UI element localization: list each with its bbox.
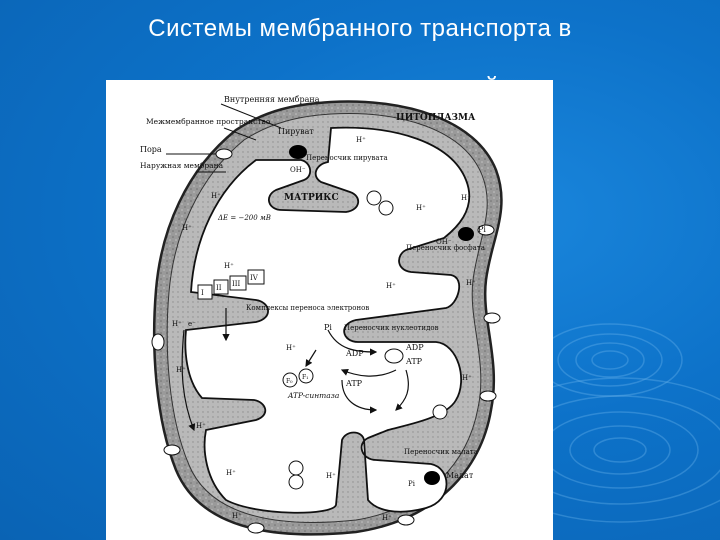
complex-1-label: I xyxy=(201,289,204,297)
label-nucleotide-carrier: Переносчик нуклеотидов xyxy=(344,324,439,332)
label-pore: Пора xyxy=(140,145,162,154)
label-delta-e: ΔE = −200 мВ xyxy=(217,214,271,222)
label-outer-membrane: Наружная мембрана xyxy=(140,161,224,170)
label-pi-malate: Pi xyxy=(408,480,416,488)
svg-text:H⁺: H⁺ xyxy=(466,279,476,287)
label-pi-right: Pi xyxy=(478,225,486,234)
svg-text:H⁺: H⁺ xyxy=(326,472,336,480)
svg-text:H⁺: H⁺ xyxy=(356,136,366,144)
proton-markers: H⁺ H⁺ H⁺ H⁺ H⁺ H⁺ H⁺ H⁺ H⁺ H⁺ H⁺ H⁺ H⁺ H… xyxy=(172,136,476,522)
svg-text:H⁺: H⁺ xyxy=(211,192,221,200)
label-atp-synthase: ATP-синтаза xyxy=(287,391,339,400)
label-cytoplasm: ЦИТОПЛАЗМА xyxy=(396,113,476,123)
svg-text:H⁺: H⁺ xyxy=(224,262,234,270)
f0-label: F₀ xyxy=(286,378,293,385)
label-adp-out: ADP xyxy=(405,343,424,352)
complex-4-box xyxy=(247,269,265,285)
svg-text:H⁺: H⁺ xyxy=(176,366,186,374)
svg-text:H⁺: H⁺ xyxy=(286,344,296,352)
complex-2-label: II xyxy=(216,284,222,292)
label-pi-center: Pi xyxy=(324,323,332,332)
malate-carrier-icon xyxy=(424,471,440,485)
svg-text:H⁺: H⁺ xyxy=(226,469,236,477)
f1-label: F₁ xyxy=(302,374,309,381)
membrane-pores xyxy=(151,148,501,534)
complex-3-label: III xyxy=(232,280,241,288)
label-inner-membrane: Внутренняя мембрана xyxy=(224,95,320,104)
label-atp-in: ATP xyxy=(345,379,363,388)
svg-text:H⁺: H⁺ xyxy=(386,282,396,290)
svg-text:H⁺: H⁺ xyxy=(462,374,472,382)
label-pyruvate-carrier: Переносчик пирувата xyxy=(306,154,388,162)
nucleotide-carrier-icon xyxy=(384,348,404,364)
mitochondrion-diagram: I II III IV F₀ F₁ Внутренняя мембрана xyxy=(140,95,503,536)
label-oh-2: OH⁻ xyxy=(436,238,452,246)
electron-transport-complexes xyxy=(197,269,265,300)
complex-3-box xyxy=(229,275,247,291)
label-electron: e⁻ xyxy=(188,320,196,328)
complex-4-label: IV xyxy=(250,274,259,282)
svg-text:H⁺: H⁺ xyxy=(172,320,182,328)
label-complexes: Комплексы переноса электронов xyxy=(246,304,369,312)
leader-lines xyxy=(166,103,282,173)
mitochondrion-figure: I II III IV F₀ F₁ Внутренняя мембрана xyxy=(106,80,553,540)
phosphate-carrier-icon xyxy=(458,227,474,241)
flow-arrows xyxy=(181,308,409,432)
pyruvate-carrier-icon xyxy=(289,145,307,159)
svg-text:H⁺: H⁺ xyxy=(182,224,192,232)
svg-text:H⁺: H⁺ xyxy=(196,422,206,430)
label-malate: Малат xyxy=(446,471,474,480)
matrix xyxy=(184,126,471,514)
label-adp-in: ADP xyxy=(345,349,364,358)
atp-synthase-icon xyxy=(282,190,448,490)
svg-text:H⁺: H⁺ xyxy=(232,512,242,520)
label-atp-out: ATP xyxy=(405,357,423,366)
svg-text:H⁺: H⁺ xyxy=(416,204,426,212)
svg-text:H⁺: H⁺ xyxy=(461,194,471,202)
complex-1-box xyxy=(197,284,213,300)
slide-title-line-1: Системы мембранного транспорта в xyxy=(148,15,572,42)
label-matrix: МАТРИКС xyxy=(284,193,339,203)
label-oh-1: OH⁻ xyxy=(290,166,306,174)
label-malate-carrier: Переносчик малата xyxy=(404,448,478,456)
label-phosphate-carrier: Переносчик фосфата xyxy=(406,244,485,252)
complex-2-box xyxy=(213,279,229,295)
label-intermembrane-space: Межмембранное пространство xyxy=(146,117,271,126)
svg-text:H⁺: H⁺ xyxy=(382,514,392,522)
label-pyruvate: Пируват xyxy=(278,127,314,136)
